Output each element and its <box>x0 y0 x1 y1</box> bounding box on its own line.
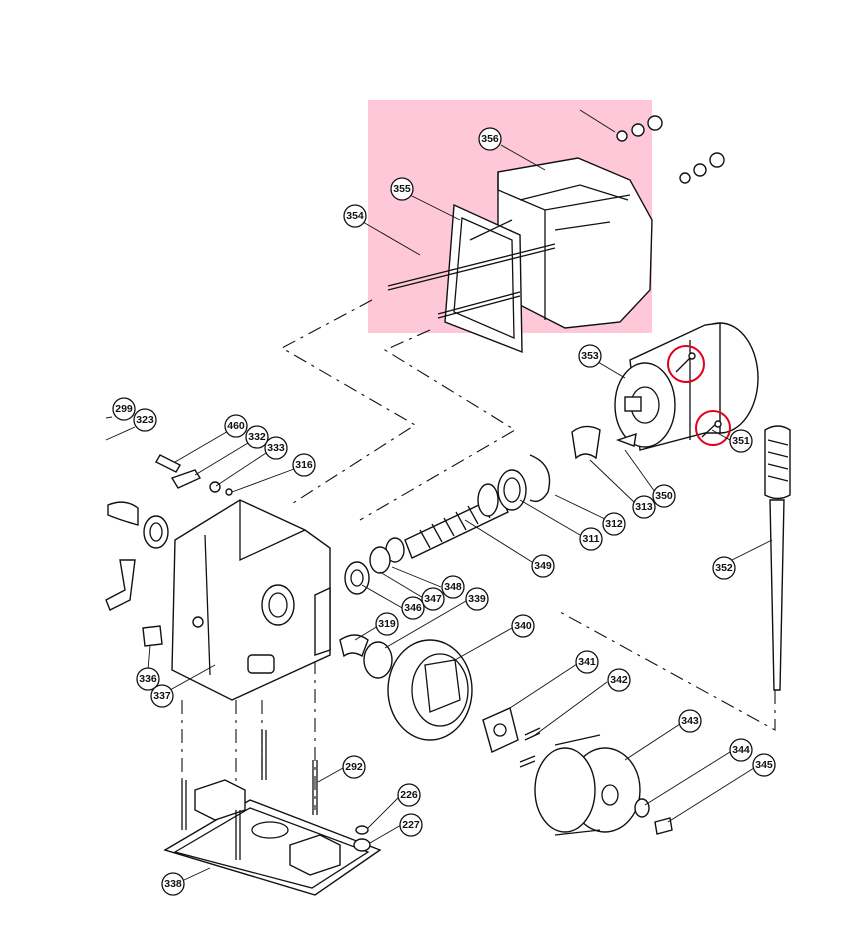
callout-343: 343 <box>678 709 702 733</box>
svg-text:353: 353 <box>581 350 599 362</box>
callout-345: 345 <box>752 753 776 777</box>
svg-text:333: 333 <box>267 442 285 454</box>
callout-342: 342 <box>607 668 631 692</box>
callout-341: 341 <box>575 650 599 674</box>
callout-356: 356 <box>478 127 502 151</box>
assembly-centerlines <box>181 299 776 810</box>
svg-text:356: 356 <box>481 133 499 145</box>
svg-text:313: 313 <box>635 501 653 513</box>
callout-339: 339 <box>465 587 489 611</box>
callout-344: 344 <box>729 738 753 762</box>
gearbox-housing-337 <box>143 499 331 701</box>
callout-227: 227 <box>399 813 423 837</box>
svg-text:312: 312 <box>605 518 623 530</box>
callout-319: 319 <box>375 612 399 636</box>
svg-text:354: 354 <box>346 210 364 222</box>
svg-text:352: 352 <box>715 562 733 574</box>
svg-text:339: 339 <box>468 593 486 605</box>
callout-336: 336 <box>136 667 160 691</box>
handle-352 <box>764 425 791 691</box>
svg-text:292: 292 <box>345 761 363 773</box>
svg-text:311: 311 <box>583 533 600 545</box>
svg-text:316: 316 <box>295 459 313 471</box>
springs-342 <box>519 727 541 768</box>
callout-460: 460 <box>224 414 248 438</box>
gasket-355 <box>444 203 523 354</box>
callout-312: 312 <box>602 512 626 536</box>
bearings-311-312 <box>477 454 551 517</box>
svg-text:319: 319 <box>378 618 396 630</box>
clutch-341 <box>482 707 519 753</box>
svg-text:332: 332 <box>248 431 266 443</box>
leader-lines <box>105 144 773 881</box>
svg-text:348: 348 <box>444 581 462 593</box>
svg-text:342: 342 <box>610 674 628 686</box>
svg-text:460: 460 <box>227 420 245 432</box>
svg-text:350: 350 <box>655 490 673 502</box>
motor-353 <box>614 322 759 451</box>
cover-nuts <box>579 109 725 184</box>
svg-text:341: 341 <box>578 656 596 668</box>
callout-352: 352 <box>712 556 736 580</box>
svg-text:355: 355 <box>393 183 411 195</box>
callout-348: 348 <box>441 575 465 599</box>
bearing-346-348 <box>344 546 391 595</box>
callout-299: 299 <box>112 397 136 421</box>
callout-332: 332 <box>245 425 269 449</box>
callout-346: 346 <box>401 596 425 620</box>
washer-bolt-344-345 <box>634 798 673 835</box>
callout-337: 337 <box>150 684 174 708</box>
callout-350: 350 <box>652 484 676 508</box>
brake-drum-340 <box>387 639 473 741</box>
svg-text:340: 340 <box>514 620 532 632</box>
svg-text:338: 338 <box>164 878 182 890</box>
callout-313: 313 <box>632 495 656 519</box>
callout-323: 323 <box>133 408 157 432</box>
callout-351: 351 <box>729 429 753 453</box>
svg-text:351: 351 <box>732 435 750 447</box>
bolts-left <box>105 454 233 647</box>
callout-226: 226 <box>397 783 421 807</box>
svg-text:347: 347 <box>424 593 442 605</box>
pulley-343 <box>534 734 641 836</box>
svg-text:345: 345 <box>755 759 773 771</box>
svg-text:299: 299 <box>115 403 133 415</box>
svg-text:227: 227 <box>402 819 420 831</box>
motor-cover-356 <box>497 157 653 329</box>
callout-354: 354 <box>343 204 367 228</box>
callout-353: 353 <box>578 344 602 368</box>
ring-339-319 <box>339 634 393 679</box>
callout-349: 349 <box>531 554 555 578</box>
svg-text:323: 323 <box>136 414 154 426</box>
callout-338: 338 <box>161 872 185 896</box>
callout-292: 292 <box>342 755 366 779</box>
motor-screws <box>667 345 731 446</box>
key-and-clip <box>571 425 637 460</box>
callout-347: 347 <box>421 587 445 611</box>
callout-311: 311 <box>579 527 603 551</box>
studs-292 <box>181 730 318 860</box>
studs-354 <box>387 219 556 319</box>
svg-text:337: 337 <box>153 690 171 702</box>
callout-355: 355 <box>390 177 414 201</box>
svg-text:226: 226 <box>400 789 418 801</box>
base-plate-338 <box>163 779 382 896</box>
svg-text:349: 349 <box>534 560 552 572</box>
svg-text:336: 336 <box>139 673 157 685</box>
svg-text:343: 343 <box>681 715 699 727</box>
nut-washer-226-227 <box>353 825 371 852</box>
svg-text:346: 346 <box>404 602 422 614</box>
callout-340: 340 <box>511 614 535 638</box>
callout-316: 316 <box>292 453 316 477</box>
callout-333: 333 <box>264 436 288 460</box>
svg-text:344: 344 <box>732 744 750 756</box>
